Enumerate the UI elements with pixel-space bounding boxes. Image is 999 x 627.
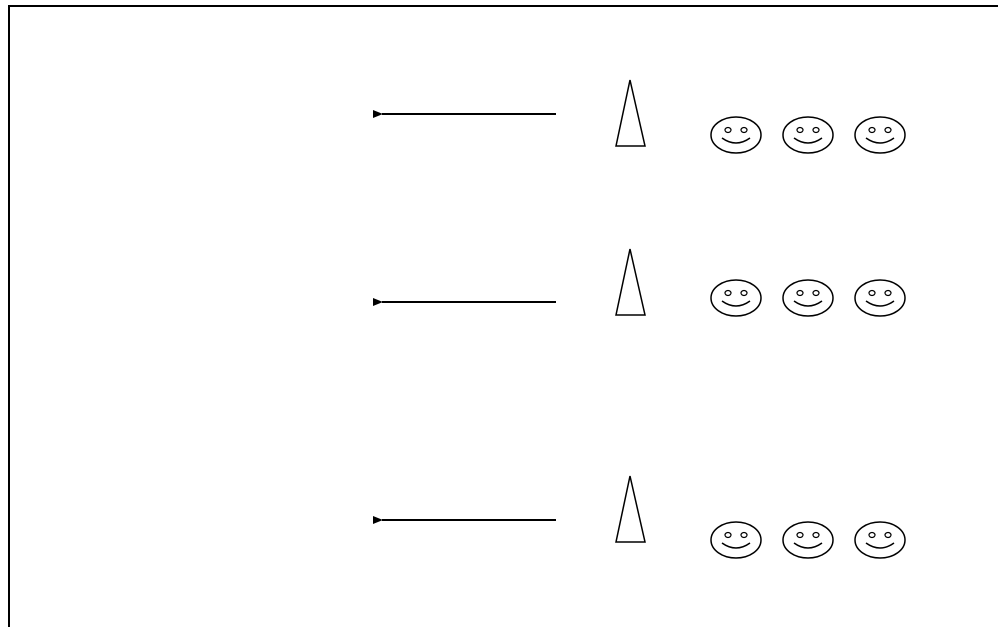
smiley-face-icon bbox=[710, 279, 762, 317]
cone-icon bbox=[615, 248, 646, 316]
smiley-face-icon bbox=[854, 116, 906, 154]
smiley-face-icon bbox=[854, 279, 906, 317]
cone-icon bbox=[615, 475, 646, 543]
smiley-face-icon bbox=[854, 521, 906, 559]
cone-icon bbox=[615, 79, 646, 147]
diagram-row bbox=[373, 475, 906, 559]
diagram-frame bbox=[8, 5, 998, 627]
smiley-face-icon bbox=[782, 279, 834, 317]
smiley-face-icon bbox=[710, 116, 762, 154]
diagram-row bbox=[373, 79, 906, 154]
smiley-face-icon bbox=[710, 521, 762, 559]
smiley-face-icon bbox=[782, 116, 834, 154]
smiley-face-icon bbox=[782, 521, 834, 559]
diagram-row bbox=[373, 248, 906, 317]
